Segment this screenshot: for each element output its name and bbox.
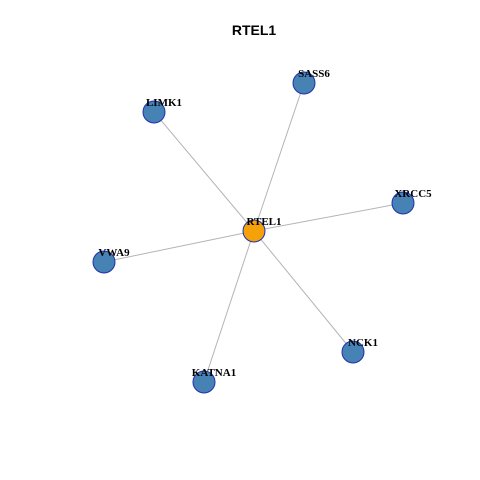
- edge-layer: [103, 82, 404, 383]
- node-sass6: [292, 71, 316, 95]
- edge-center-sass6: [253, 82, 305, 232]
- diagram-title: RTEL1: [232, 22, 277, 38]
- node-label-katna1: KATNA1: [192, 367, 236, 379]
- edge-center-limk1: [153, 111, 255, 232]
- node-label-nck1: NCK1: [348, 337, 378, 349]
- edge-center-katna1: [203, 230, 255, 383]
- node-limk1: [142, 100, 166, 124]
- node-vwa9: [92, 250, 116, 274]
- node-label-center: RTEL1: [246, 216, 281, 228]
- edge-center-vwa9: [103, 230, 255, 263]
- node-label-xrcc5: XRCC5: [394, 188, 432, 200]
- node-katna1: [192, 370, 216, 394]
- node-label-vwa9: VWA9: [98, 247, 130, 259]
- node-label-limk1: LIMK1: [146, 97, 182, 109]
- edge-center-nck1: [253, 230, 354, 353]
- node-label-sass6: SASS6: [298, 68, 330, 80]
- node-nck1: [341, 340, 365, 364]
- edge-center-xrcc5: [253, 202, 404, 232]
- node-layer: [92, 71, 415, 394]
- node-center: [242, 219, 266, 243]
- node-xrcc5: [391, 191, 415, 215]
